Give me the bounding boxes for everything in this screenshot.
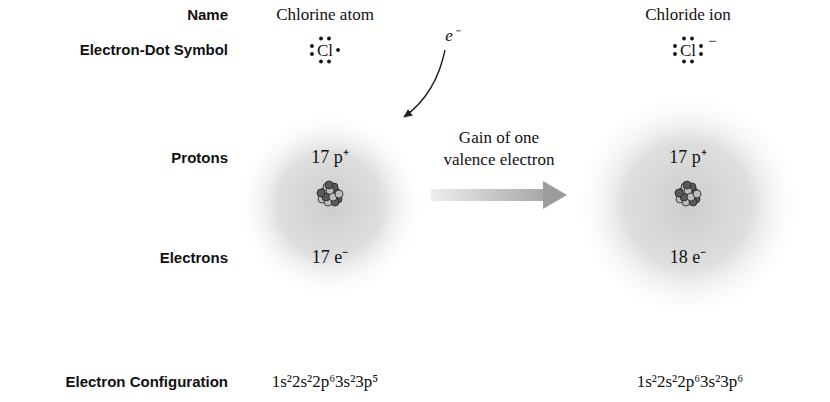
valence-dot (690, 60, 694, 64)
row-heading: Name (187, 6, 228, 24)
nucleon (693, 190, 701, 198)
proton-count: 17 p⁺ (311, 147, 349, 169)
valence-dot (673, 52, 677, 56)
row-heading: Electrons (160, 249, 228, 267)
proton-count: 17 p⁺ (669, 147, 707, 169)
nucleon (335, 190, 343, 198)
nucleus (317, 181, 343, 206)
valence-dot (319, 60, 323, 64)
row-heading: Electron Configuration (66, 373, 229, 391)
valence-dot (336, 48, 340, 52)
reaction-arrow (431, 189, 543, 201)
arrow-label: Gain of one valence electron (440, 127, 558, 171)
nucleon (325, 181, 333, 189)
electron-dot-symbol: Cl (680, 42, 696, 59)
cloud-outline (235, 110, 425, 300)
atom-cloud: 17 p⁺ 17 e⁻ (235, 110, 425, 300)
electron-label: e⁻ (445, 26, 459, 46)
valence-dot (699, 52, 703, 56)
valence-dot (673, 44, 677, 48)
nucleon (675, 189, 683, 197)
valence-dot (310, 52, 314, 56)
electron-cloud (573, 90, 803, 320)
ion-charge: − (708, 32, 716, 50)
species-name: Chlorine atom (276, 5, 374, 25)
valence-dot (699, 44, 703, 48)
species-name: Chloride ion (645, 5, 730, 25)
electron-count: 17 e⁻ (312, 247, 349, 269)
nucleon (317, 189, 325, 197)
row-heading: Protons (171, 149, 228, 167)
valence-dot (319, 37, 323, 41)
atom-cloud: 17 p⁺ 18 e⁻ (573, 90, 803, 320)
electron-dot-symbol: Cl (317, 42, 333, 59)
valence-dot (682, 37, 686, 41)
nucleus (675, 181, 701, 206)
electron-cloud (235, 110, 425, 300)
electron-configuration: 1s²2s²2p⁶3s²3p⁶ (637, 372, 744, 392)
valence-dot (327, 60, 331, 64)
valence-dot (310, 44, 314, 48)
electron-count: 18 e⁻ (670, 247, 707, 269)
cloud-outline (573, 90, 803, 320)
nucleon (683, 181, 691, 189)
electron-arrow (404, 50, 445, 117)
valence-dot (682, 60, 686, 64)
valence-dot (327, 37, 331, 41)
valence-dots (310, 37, 703, 64)
electron-configuration: 1s²2s²2p⁶3s²3p⁵ (272, 372, 379, 392)
valence-dot (690, 37, 694, 41)
row-heading: Electron-Dot Symbol (80, 41, 228, 59)
